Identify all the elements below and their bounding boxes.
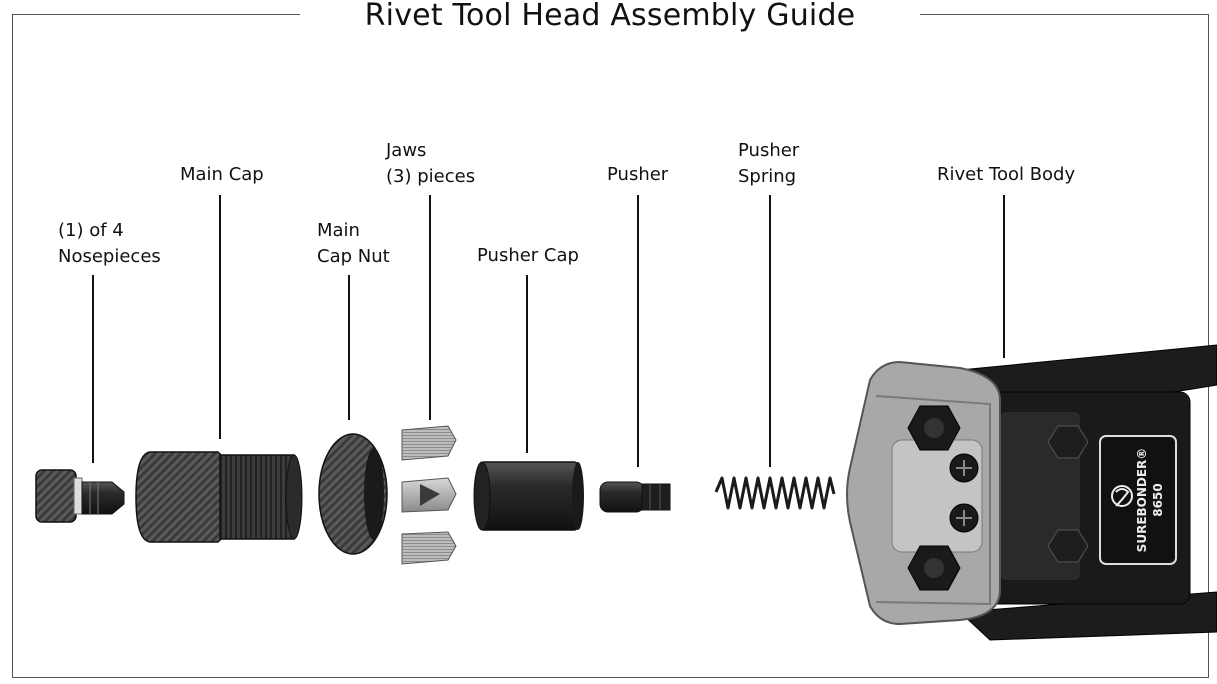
label-pusher-spring-line2: Spring [738,166,797,187]
label-main-cap-nut-line2: Cap Nut [317,246,390,267]
pusher-cap-part [473,461,584,531]
label-main-cap-nut-line1: Main [317,220,360,241]
logo-brand: SUREBONDER® [1135,448,1149,553]
logo-model: 8650 [1151,483,1165,516]
leader-line-pusher [637,195,639,467]
diagram-title: Rivet Tool Head Assembly Guide [300,0,920,32]
leader-line-pusher-spring [769,195,771,467]
leader-line-nosepiece [92,275,94,463]
label-jaws-line2: (3) pieces [386,166,476,187]
leader-line-jaws [429,195,431,420]
jaw-piece-bottom [401,531,457,565]
label-pusher-line1: Pusher [607,164,669,185]
label-pusher: Pusher [607,162,668,188]
leader-line-rivet-tool-body [1003,195,1005,358]
label-nosepiece: (1) of 4 Nosepieces [58,218,161,270]
label-nosepiece-line1: (1) of 4 [58,220,124,241]
main-cap-nut-part [318,433,388,555]
label-jaws: Jaws (3) pieces [386,138,475,190]
label-pusher-spring: Pusher Spring [738,138,799,190]
label-main-cap-line1: Main Cap [180,164,264,185]
label-main-cap-nut: Main Cap Nut [317,218,390,270]
label-jaws-line1: Jaws [386,140,427,161]
label-pusher-cap: Pusher Cap [477,243,579,269]
leader-line-main-cap-nut [348,275,350,420]
label-nosepiece-line2: Nosepieces [58,246,161,267]
label-pusher-cap-line1: Pusher Cap [477,245,579,266]
leader-line-pusher-cap [526,275,528,453]
pusher-part [599,481,671,513]
nosepiece-part [35,469,125,523]
logo-text: SUREBONDER® 8650 [1135,448,1165,553]
main-cap-part [135,451,303,543]
leader-line-main-cap [219,195,221,439]
label-rivet-tool-body-line1: Rivet Tool Body [937,164,1076,185]
label-rivet-tool-body: Rivet Tool Body [937,162,1075,188]
rivet-tool-body-part [846,344,1217,641]
label-pusher-spring-line1: Pusher [738,140,800,161]
pusher-spring-part [714,476,836,510]
label-main-cap: Main Cap [180,162,264,188]
jaw-piece-middle [401,477,457,513]
jaw-piece-top [401,425,457,461]
